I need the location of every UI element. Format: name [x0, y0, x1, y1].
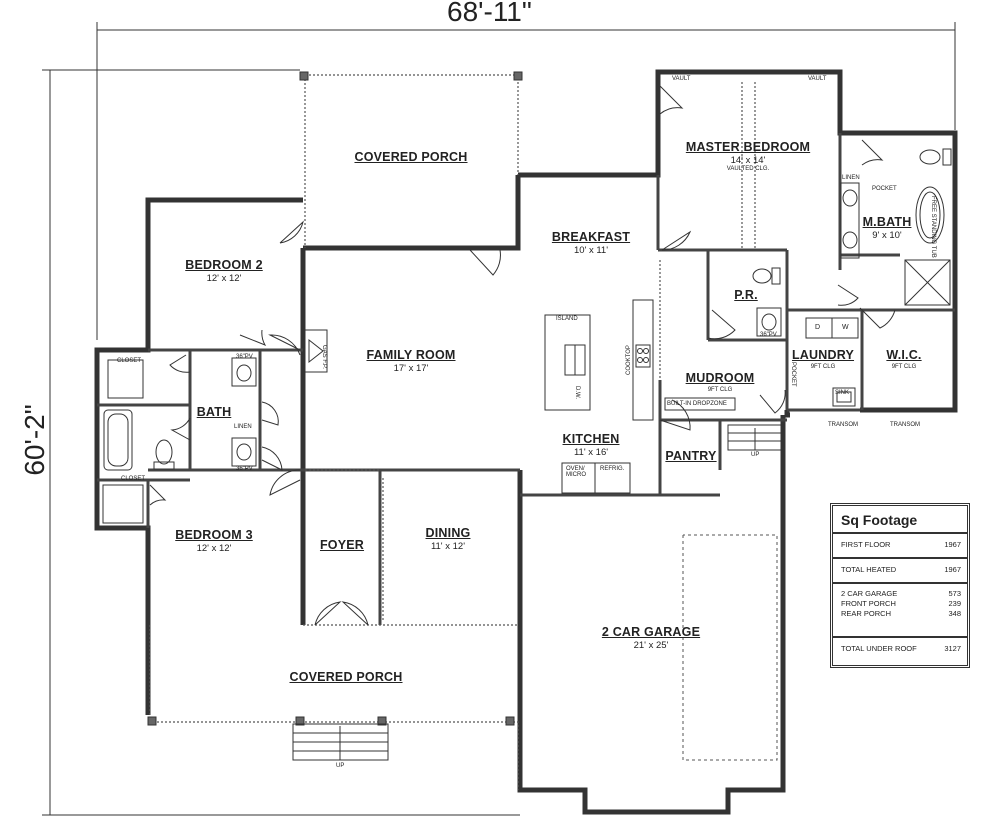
- transom-left-label: TRANSOM: [828, 422, 858, 428]
- dropzone-label: BUILT-IN DROPZONE: [667, 401, 727, 407]
- sqft-row: 2 CAR GARAGE 573: [833, 584, 967, 598]
- vault-label-left: VAULT: [672, 76, 691, 82]
- front-covered-porch-label: COVERED PORCH: [289, 670, 403, 684]
- garage-steps: [727, 424, 783, 451]
- bath-vanity-bottom-label: 36"PV: [236, 466, 253, 472]
- door-swings: [149, 85, 896, 626]
- bath-linen-label: LINEN: [234, 424, 252, 430]
- square-footage-table: Sq Footage FIRST FLOOR 1967 TOTAL HEATED…: [830, 503, 970, 668]
- gas-fireplace-label: GAS F.P.: [321, 345, 327, 369]
- master-bedroom-label: MASTER BEDROOM 14' x 14' VAULTED CLG.: [685, 140, 811, 173]
- dimension-lines: [42, 22, 956, 816]
- sqft-row: REAR PORCH 348: [833, 608, 967, 628]
- sqft-row: FRONT PORCH 239: [833, 598, 967, 608]
- walk-in-closet-label: W.I.C. 9FT CLG: [886, 348, 922, 370]
- bedroom3-closet-label: CLOSET: [121, 476, 146, 482]
- kitchen-label: KITCHEN 11' x 16': [562, 432, 620, 458]
- sqft-front-porch-label: FRONT PORCH: [841, 599, 896, 608]
- sqft-first-floor-value: 1967: [944, 540, 961, 549]
- bath-label: BATH: [196, 405, 232, 419]
- laundry-label: LAUNDRY 9FT CLG: [791, 348, 855, 370]
- free-standing-tub-label: FREE STANDING TUB: [930, 196, 936, 258]
- sqft-total-heated-label: TOTAL HEATED: [841, 565, 897, 574]
- rear-covered-porch-label: COVERED PORCH: [354, 150, 468, 164]
- island-label: ISLAND: [556, 316, 578, 322]
- garage-door-outline: [682, 534, 778, 761]
- garage-up-label: UP: [751, 452, 760, 458]
- overall-width-dimension: 68'-11": [447, 0, 532, 27]
- sqft-total-under-roof-value: 3127: [944, 644, 961, 653]
- cooktop-label: COOKTOP: [626, 345, 632, 375]
- dishwasher-label: D.W.: [574, 386, 580, 399]
- sqft-garage-value: 573: [948, 589, 961, 598]
- sqft-rear-porch-value: 348: [948, 609, 961, 618]
- sqft-total-heated-value: 1967: [944, 565, 961, 574]
- foyer-label: FOYER: [319, 538, 365, 552]
- refrigerator-label: REFRIG.: [600, 466, 625, 472]
- bath-vanity-top-label: 36"PV: [236, 354, 253, 360]
- mbath-linen-label: LINEN: [842, 175, 860, 181]
- sqft-total-section: TOTAL UNDER ROOF 3127: [833, 638, 967, 661]
- laundry-pocket-label: POCKET: [790, 362, 796, 387]
- sqft-rear-porch-label: REAR PORCH: [841, 609, 892, 618]
- sqft-title: Sq Footage: [833, 506, 967, 534]
- porch-posts: [147, 71, 523, 726]
- master-bath-label: M.BATH 9' x 10': [862, 215, 912, 241]
- overall-depth-dimension: 60'-2": [19, 404, 50, 476]
- oven-micro-label: OVEN/ MICRO: [566, 466, 586, 478]
- transom-right-label: TRANSOM: [890, 422, 920, 428]
- sqft-unheated-section: 2 CAR GARAGE 573 FRONT PORCH 239 REAR PO…: [833, 584, 967, 638]
- bedroom-2-label: BEDROOM 2 12' x 12': [185, 258, 263, 284]
- bedroom2-closet-label: CLOSET: [117, 358, 142, 364]
- pantry-label: PANTRY: [665, 449, 717, 463]
- sqft-row: TOTAL UNDER ROOF 3127: [833, 638, 967, 653]
- sqft-first-floor-section: FIRST FLOOR 1967: [833, 534, 967, 559]
- fixtures: [102, 148, 952, 524]
- dryer-label: D: [815, 324, 821, 331]
- laundry-sink-label: SINK: [835, 390, 850, 396]
- washer-label: W: [842, 324, 849, 331]
- family-room-label: FAMILY ROOM 17' x 17': [366, 348, 456, 374]
- powder-room-label: P.R.: [734, 288, 758, 302]
- porch-outlines: [149, 74, 756, 790]
- front-steps: [292, 723, 389, 761]
- pocket-door-label: POCKET: [872, 186, 897, 192]
- garage-label: 2 CAR GARAGE 21' x 25': [601, 625, 701, 651]
- breakfast-label: BREAKFAST 10' x 11': [551, 230, 631, 256]
- sqft-garage-label: 2 CAR GARAGE: [841, 589, 898, 598]
- porch-up-label: UP: [336, 763, 345, 769]
- bedroom-3-label: BEDROOM 3 12' x 12': [175, 528, 253, 554]
- mudroom-label: MUDROOM 9FT CLG: [685, 371, 755, 393]
- pr-vanity-label: 36"PV: [760, 332, 777, 338]
- sqft-row: TOTAL HEATED 1967: [833, 559, 967, 574]
- sqft-total-under-roof-label: TOTAL UNDER ROOF: [841, 644, 917, 653]
- exterior-walls: [94, 69, 958, 815]
- vault-label-right: VAULT: [808, 76, 827, 82]
- interior-walls: [97, 133, 955, 625]
- dining-label: DINING 11' x 12': [425, 526, 471, 552]
- sqft-front-porch-value: 239: [948, 599, 961, 608]
- sqft-first-floor-label: FIRST FLOOR: [841, 540, 891, 549]
- sqft-row: FIRST FLOOR 1967: [833, 534, 967, 549]
- sqft-heated-section: TOTAL HEATED 1967: [833, 559, 967, 584]
